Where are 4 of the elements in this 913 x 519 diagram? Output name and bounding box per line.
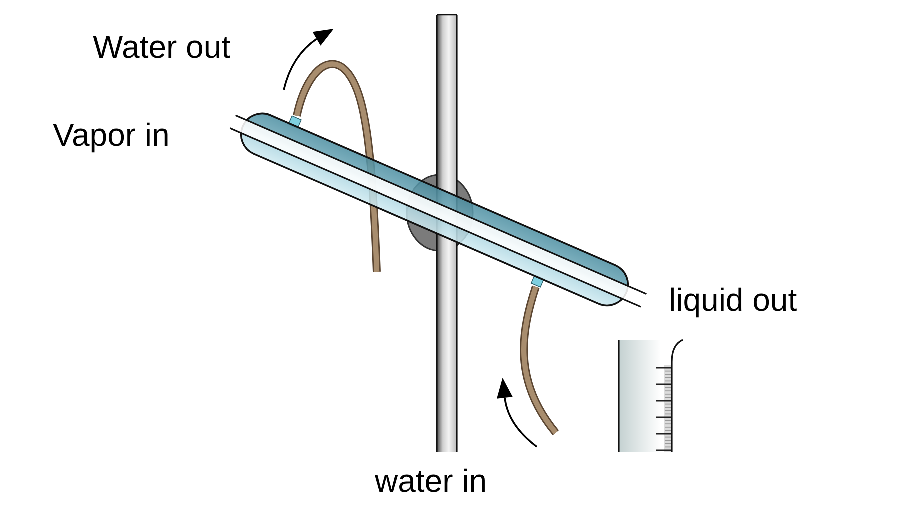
flow-label: Vapor in	[53, 119, 170, 151]
flow-label: water in	[375, 465, 488, 497]
flow-label: Water out	[93, 31, 231, 63]
flow-label: liquid out	[669, 284, 798, 316]
